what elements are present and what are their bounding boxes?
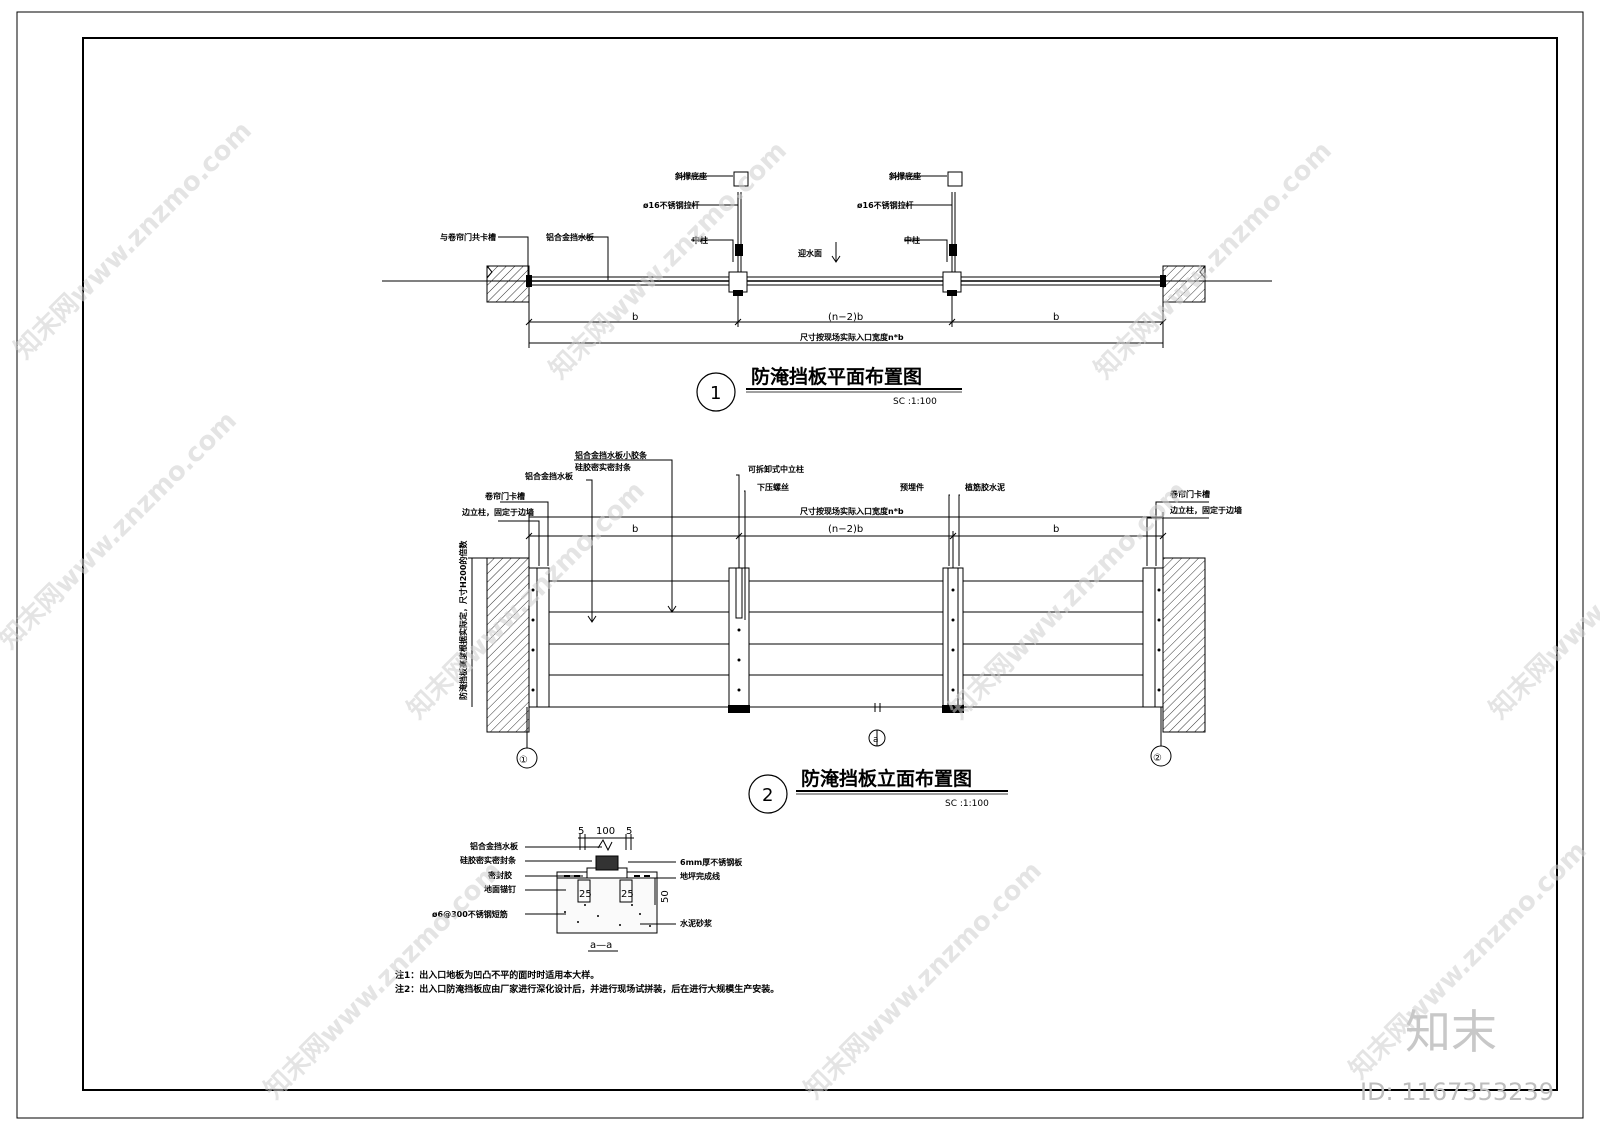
- plan-label-mid-post-1: 中柱: [692, 235, 708, 245]
- sec-dim-50: 50: [660, 890, 671, 903]
- elev-label-alu-small-strip: 铝合金挡水板小胶条: [575, 450, 648, 460]
- plan-label-door-groove: 与卷帘门共卡槽: [440, 232, 496, 242]
- sec-label-alu-board: 铝合金挡水板: [470, 841, 519, 851]
- sec-dim-100: 100: [596, 826, 615, 837]
- sec-label-steel-plate: 6mm厚不锈钢板: [680, 857, 743, 867]
- plan-label-water-direction: 迎水面: [798, 248, 822, 258]
- sec-dim-25a: 25: [579, 889, 592, 900]
- elev-side-post-left: [529, 568, 549, 707]
- note-2: 注2：出入口防淹挡板应由厂家进行深化设计后，并进行现场试拼装，后在进行大规模生产…: [395, 983, 779, 995]
- watermark: 知末网www.znzmo.com: [799, 856, 1048, 1105]
- elev-label-silicone-strip: 硅胶密实密封条: [575, 462, 632, 472]
- plan-dim-b-left: b: [632, 312, 638, 323]
- sec-label-mortar: 水泥砂浆: [679, 918, 713, 928]
- plan-dim-b-right: b: [1053, 312, 1059, 323]
- watermark: 知末网www.znzmo.com: [0, 406, 243, 655]
- plan-title-number: 1: [710, 383, 721, 404]
- sec-dim-5a: 5: [578, 826, 584, 837]
- elev-right-wall: [1163, 558, 1205, 732]
- watermark: 知末网www.znzmo.com: [544, 136, 793, 385]
- plan-scale: SC :1:100: [893, 397, 937, 407]
- sec-label-sealant: 密封胶: [487, 870, 512, 880]
- note-1: 注1：出入口地板为凹凸不平的面时时适用本大样。: [395, 969, 599, 981]
- plan-mid-post-1: [729, 272, 747, 292]
- elev-scale: SC :1:100: [945, 799, 989, 809]
- plan-view: 与卷帘门共卡槽 铝合金挡水板 中柱 斜撑底座 ø16不锈钢拉杆 迎水面 中柱 斜…: [382, 171, 1272, 411]
- watermark: 知末网www.znzmo.com: [9, 116, 258, 365]
- elev-label-door-groove-right: 卷帘门卡槽: [1169, 489, 1210, 499]
- elev-label-alu-board: 铝合金挡水板: [525, 471, 574, 481]
- elev-dim-b-right: b: [1053, 524, 1059, 535]
- sec-label-rebar: ø6@300不锈钢短筋: [432, 909, 508, 919]
- plan-label-rod-2: ø16不锈钢拉杆: [857, 200, 914, 210]
- elev-label-press-screw: 下压螺丝: [757, 482, 789, 492]
- sec-label-floor-line: 地坪完成线: [680, 871, 720, 881]
- elev-label-side-post-right: 边立柱，固定于边墙: [1169, 505, 1242, 515]
- watermark: 知末网www.znzmo.com: [1089, 136, 1338, 385]
- sec-caption: a—a: [590, 940, 612, 951]
- outer-frame: [17, 12, 1583, 1118]
- elev-mid-post-1: [729, 568, 749, 707]
- elev-section-mark: a: [873, 735, 879, 745]
- elev-axis-right: ②: [1153, 753, 1162, 764]
- plan-dim-total: 尺寸按现场实际入口宽度n*b: [800, 332, 904, 342]
- sec-dim-5b: 5: [626, 826, 632, 837]
- elev-title-number: 2: [762, 785, 773, 806]
- watermark-layer: 知末网www.znzmo.com 知末网www.znzmo.com 知末网www…: [0, 116, 1600, 1105]
- sec-dim-25b: 25: [621, 889, 634, 900]
- brand-logo: 知末: [1405, 1005, 1497, 1059]
- section-detail: 5 100 5 25 25 50 铝合金挡水板 硅: [432, 826, 743, 951]
- elev-height-note: 防淹挡板高度根据实际定，尺寸H200的倍数: [458, 540, 468, 700]
- plan-label-alu-board: 铝合金挡水板: [546, 232, 595, 242]
- elev-label-door-groove-left: 卷帘门卡槽: [484, 491, 525, 501]
- elev-label-removable-post: 可拆卸式中立柱: [748, 464, 804, 474]
- elev-label-embed: 预埋件: [900, 482, 924, 492]
- elev-dim-mid: (n−2)b: [828, 524, 863, 535]
- plan-anchor-2: [948, 172, 962, 186]
- elev-axis-left: ①: [519, 755, 528, 766]
- plan-left-wall: [487, 266, 529, 302]
- elev-side-post-right: [1143, 568, 1163, 707]
- plan-label-mid-post-2: 中柱: [904, 235, 920, 245]
- elev-label-epoxy: 植筋胶水泥: [964, 482, 1005, 492]
- image-id: ID: 1167353239: [1360, 1078, 1554, 1106]
- elev-title: 防淹挡板立面布置图: [801, 767, 972, 790]
- plan-anchor-1: [734, 172, 748, 186]
- elev-left-wall: [487, 558, 529, 732]
- inner-frame: [83, 38, 1557, 1090]
- elev-dim-b-left: b: [632, 524, 638, 535]
- plan-label-anchor-1: 斜撑底座: [674, 171, 707, 181]
- elev-label-side-post-left: 边立柱，固定于边墙: [461, 507, 534, 517]
- plan-title: 防淹挡板平面布置图: [751, 365, 922, 388]
- sec-label-anchor: 地面锚钉: [484, 884, 516, 894]
- plan-mid-post-2: [943, 272, 961, 292]
- plan-label-anchor-2: 斜撑底座: [888, 171, 921, 181]
- plan-label-rod-1: ø16不锈钢拉杆: [643, 200, 700, 210]
- elev-dim-total: 尺寸按现场实际入口宽度n*b: [800, 506, 904, 516]
- sec-label-silicone-strip: 硅胶密实密封条: [460, 855, 517, 865]
- plan-dim-mid: (n−2)b: [828, 312, 863, 323]
- elevation-view: 尺寸按现场实际入口宽度n*b b (n−2)b b 防淹挡板高度根据实际定，尺寸…: [458, 450, 1242, 813]
- plan-right-wall: [1163, 266, 1205, 302]
